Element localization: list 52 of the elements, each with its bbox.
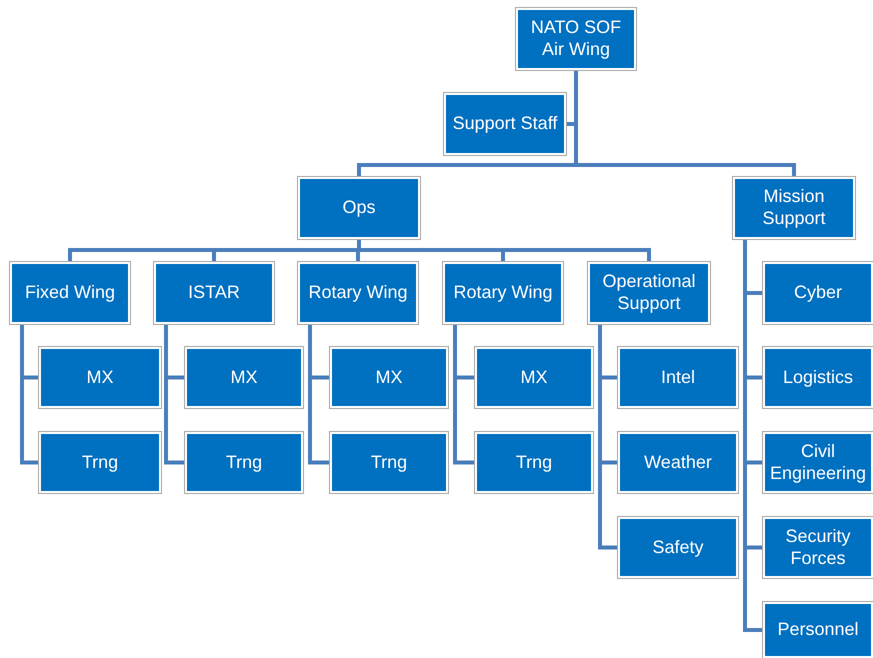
unit-name: Personnel bbox=[777, 619, 859, 641]
org-box bbox=[298, 262, 418, 324]
unit-name: Operational Support bbox=[601, 271, 697, 315]
unit-name: Intel bbox=[660, 366, 696, 388]
org-box bbox=[763, 262, 873, 324]
connector-line bbox=[357, 239, 651, 262]
org-box bbox=[185, 432, 303, 493]
org-box bbox=[763, 517, 873, 578]
org-box bbox=[475, 432, 593, 493]
org-box bbox=[154, 262, 274, 324]
org-box bbox=[185, 347, 303, 408]
unit-name: Rotary Wing bbox=[453, 282, 553, 304]
unit-name: Cyber bbox=[794, 282, 842, 304]
unit-name: Trng bbox=[82, 452, 118, 474]
org-box bbox=[444, 93, 566, 155]
unit-name: MX bbox=[376, 366, 402, 388]
unit-name: Trng bbox=[226, 452, 262, 474]
org-box bbox=[330, 432, 448, 493]
org-box bbox=[443, 262, 563, 324]
unit-name: Support Staff bbox=[452, 113, 558, 135]
unit-name: Civil Engineering bbox=[768, 440, 868, 484]
unit-name: NATO SOF Air Wing bbox=[530, 17, 622, 61]
unit-name: MX bbox=[520, 366, 548, 388]
org-box bbox=[10, 262, 130, 324]
org-box bbox=[516, 8, 636, 70]
unit-name: Rotary Wing bbox=[308, 282, 408, 304]
org-box bbox=[763, 602, 873, 658]
org-box bbox=[475, 347, 593, 408]
org-box bbox=[588, 262, 710, 324]
org-box bbox=[330, 347, 448, 408]
unit-name: MX bbox=[230, 366, 258, 388]
unit-name: Weather bbox=[644, 452, 712, 474]
unit-name: Fixed Wing bbox=[24, 282, 116, 304]
org-box bbox=[39, 347, 161, 408]
org-box bbox=[733, 177, 855, 239]
unit-name: Security Forces bbox=[784, 526, 852, 570]
unit-name: Ops bbox=[342, 197, 376, 219]
org-box bbox=[39, 432, 161, 493]
org-box bbox=[763, 432, 873, 493]
org-box bbox=[763, 347, 873, 408]
org-box bbox=[298, 177, 420, 239]
unit-name: ISTAR bbox=[188, 282, 240, 304]
unit-name: Mission Support bbox=[761, 186, 827, 230]
org-box bbox=[618, 432, 738, 493]
connector-line bbox=[743, 239, 763, 632]
unit-name: Trng bbox=[516, 452, 552, 474]
unit-name: Trng bbox=[370, 452, 408, 474]
unit-name: Logistics bbox=[782, 366, 854, 388]
org-box bbox=[618, 347, 738, 408]
org-box bbox=[618, 517, 738, 578]
unit-name: MX bbox=[86, 366, 114, 388]
unit-name: Safety bbox=[652, 536, 704, 558]
